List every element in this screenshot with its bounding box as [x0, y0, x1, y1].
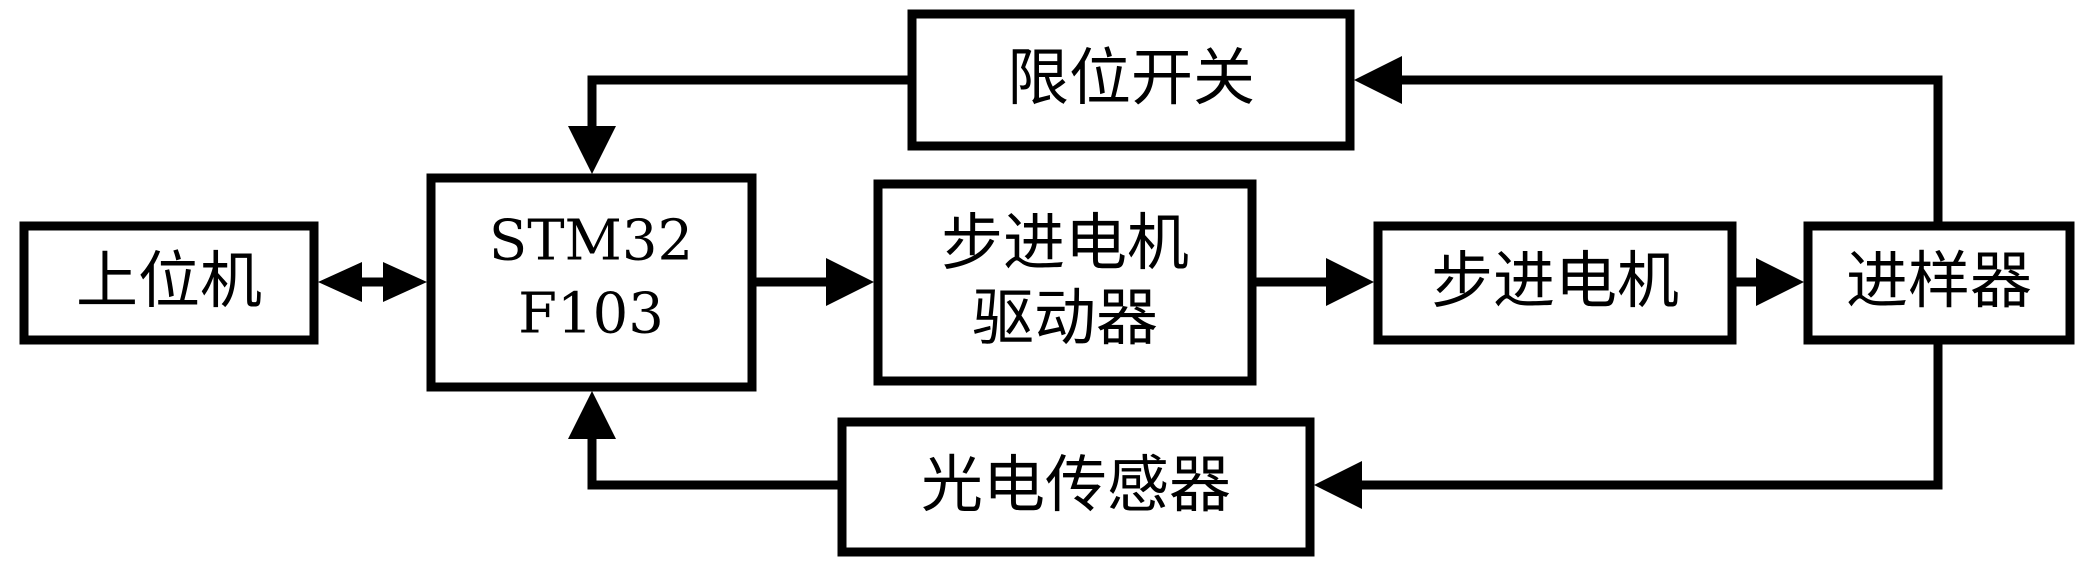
block-stepper-motor: 步进电机	[1373, 221, 1737, 345]
connector-limit-switch-mcu	[568, 75, 912, 174]
block-motor-driver-label-line1: 步进电机	[941, 206, 1189, 279]
connector-driver-motor	[1252, 258, 1374, 306]
connector-motor-sampler	[1732, 258, 1804, 306]
block-sampler-label: 进样器	[1846, 244, 2032, 317]
block-host-label: 上位机	[76, 244, 262, 317]
block-motor-driver: 步进电机 驱动器	[873, 179, 1257, 386]
connector-sampler-limit-switch	[1354, 56, 1943, 226]
block-photo-sensor: 光电传感器	[837, 417, 1315, 557]
connector-mcu-driver	[752, 258, 874, 306]
block-host: 上位机	[19, 221, 319, 345]
block-limit-switch: 限位开关	[907, 9, 1355, 151]
block-stepper-motor-label: 步进电机	[1431, 244, 1679, 317]
block-motor-driver-label-line2: 驱动器	[972, 281, 1158, 354]
block-sampler: 进样器	[1803, 221, 2075, 345]
block-limit-switch-label: 限位开关	[1007, 41, 1255, 114]
connector-host-mcu	[318, 262, 427, 302]
block-mcu-label-line1: STM32	[489, 209, 693, 274]
block-photo-sensor-label: 光电传感器	[921, 448, 1231, 521]
block-mcu-label-line2: F103	[518, 282, 664, 347]
block-mcu: STM32 F103	[426, 173, 757, 392]
connector-photo-sensor-mcu	[568, 391, 842, 490]
connector-sampler-photo-sensor	[1314, 340, 1943, 509]
